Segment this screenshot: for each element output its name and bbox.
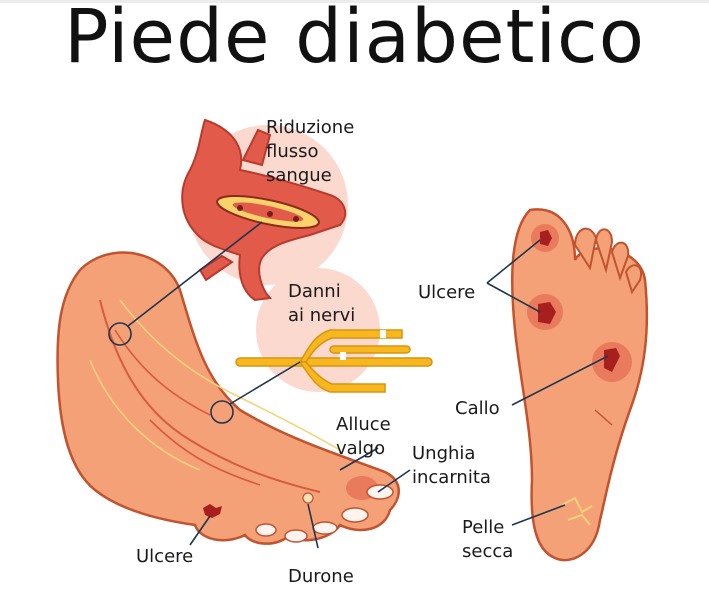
ulcer-mark <box>538 302 556 324</box>
label-reduced-blood-flow: Riduzione flusso sangue <box>266 116 354 188</box>
label-line: ai nervi <box>288 305 356 326</box>
label-ulcers-right: Ulcere <box>418 282 476 303</box>
label-line: Unghia <box>412 443 476 464</box>
label-line: Danni <box>288 281 341 302</box>
dry-skin-cracks <box>561 496 593 514</box>
toenail <box>312 521 338 535</box>
label-callus-left: Durone <box>288 566 354 587</box>
side-foot <box>56 251 400 545</box>
nerve-illustration <box>235 329 433 393</box>
label-line: valgo <box>336 438 386 459</box>
page-title: Piede diabetico <box>63 0 646 80</box>
top-border <box>0 0 709 3</box>
callus-mark <box>604 348 620 372</box>
label-line: Pelle <box>462 517 505 538</box>
ulcer-mark <box>540 230 552 246</box>
label-dry-skin: Pelle secca <box>462 516 513 564</box>
ingrown-nail <box>366 484 394 500</box>
label-nerve-damage: Danni ai nervi <box>288 280 355 328</box>
label-line: Riduzione <box>266 117 355 138</box>
label-ulcers-left: Ulcere <box>136 546 194 567</box>
toenail <box>255 523 277 537</box>
toenail <box>341 507 369 523</box>
label-line: sangue <box>266 165 332 186</box>
label-bunion: Alluce valgo <box>336 413 391 461</box>
ulcer-mark <box>203 504 222 518</box>
callus-mark <box>302 492 314 504</box>
artery-illustration <box>181 118 347 302</box>
label-callus-right: Callo <box>455 398 500 419</box>
label-line: Alluce <box>336 414 391 435</box>
sole-foot <box>510 208 649 562</box>
leader-lines <box>108 221 609 549</box>
toenail <box>284 529 308 543</box>
label-ingrown-nail: Unghia incarnita <box>412 442 491 490</box>
label-line: flusso <box>266 141 319 162</box>
label-line: incarnita <box>412 467 491 488</box>
label-line: secca <box>462 541 514 562</box>
